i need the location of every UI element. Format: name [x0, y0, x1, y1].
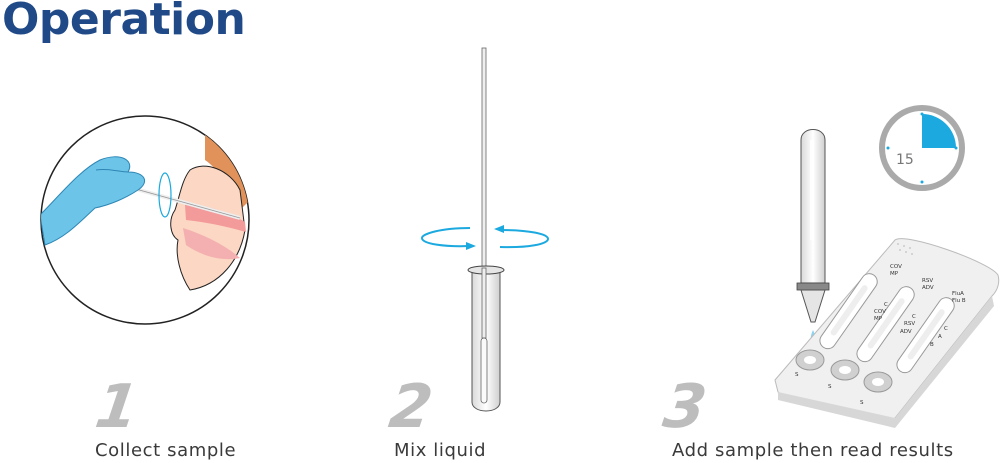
step-3-caption: Add sample then read results — [672, 440, 954, 461]
well-label-3: S — [860, 400, 864, 406]
page-title: Operation — [2, 0, 246, 45]
strip2-c: C — [912, 314, 916, 320]
label-flub: Flu B — [952, 298, 966, 304]
step-2-caption: Mix liquid — [394, 440, 487, 461]
strip1-mp: MP — [874, 316, 883, 322]
well-label-2: S — [828, 384, 832, 390]
strip3-a: A — [938, 334, 942, 340]
strip2-adv: ADV — [900, 329, 912, 335]
label-rsv: RSV — [922, 278, 933, 284]
well-label-1: S — [795, 372, 799, 378]
timer-icon: 15 MIN — [879, 105, 965, 191]
strip2-rsv: RSV — [904, 321, 915, 327]
timer-unit: MIN — [917, 149, 952, 168]
timer-value: 15 — [896, 152, 914, 168]
label-cov: COV — [890, 264, 902, 270]
strip1-cov: COV — [874, 309, 886, 315]
strip3-c: C — [944, 326, 948, 332]
test-cassette: COV MP RSV ADV FluA Flu B C COV MP C RSV… — [774, 238, 1000, 428]
timer-quarter-fill — [922, 114, 956, 148]
strip3-b: B — [930, 342, 934, 348]
step-1-caption: Collect sample — [95, 440, 237, 461]
label-flua: FluA — [952, 291, 964, 297]
swab-stick — [481, 47, 487, 269]
label-adv: ADV — [922, 285, 934, 291]
mix-tube-illustration — [420, 47, 550, 412]
nasal-swab-illustration — [40, 115, 250, 325]
label-mp: MP — [890, 271, 899, 277]
dropper-illustration — [796, 129, 830, 342]
strip1-c: C — [884, 302, 888, 308]
